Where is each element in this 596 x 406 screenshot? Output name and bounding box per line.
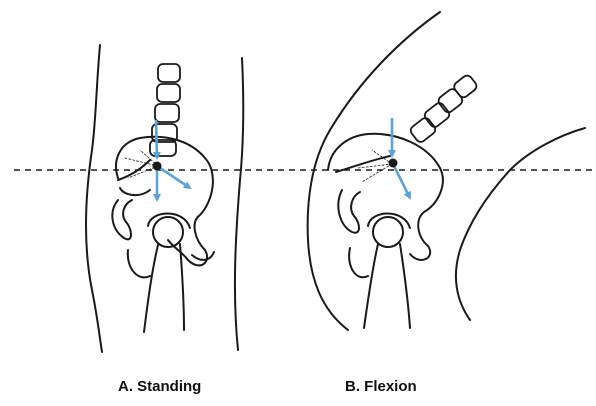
force-arrows-standing [156,120,190,200]
ilium-curve-flexion [338,190,360,233]
force-lines-flexion [358,150,392,182]
ischium [128,250,150,277]
pelvis-outline-flexion [328,134,443,260]
femur-right-flexion [400,244,410,328]
body-outline-right [235,58,243,350]
ischium-flexion [349,248,368,277]
caption-standing: A. Standing [118,378,201,395]
back-outline [308,12,440,330]
panel-standing [86,45,243,352]
femur-left-flexion [364,244,378,328]
lumbar-vertebrae-flexion [409,74,479,144]
ilium-curve [112,200,132,239]
pivot-point-flexion [389,159,398,168]
panel-flexion [308,12,585,330]
pivot-point-standing [153,162,162,171]
pubis [192,252,214,260]
body-outline-left [86,45,102,352]
femur-left [144,245,158,332]
lumbar-vertebrae [150,64,180,156]
front-outline [456,128,585,320]
femoral-head-flexion [373,217,403,247]
force-arrows-flexion [392,118,410,198]
femur-right [180,244,184,330]
pelvis-inner [120,188,150,195]
caption-flexion: B. Flexion [345,378,417,395]
femoral-head [153,217,183,247]
